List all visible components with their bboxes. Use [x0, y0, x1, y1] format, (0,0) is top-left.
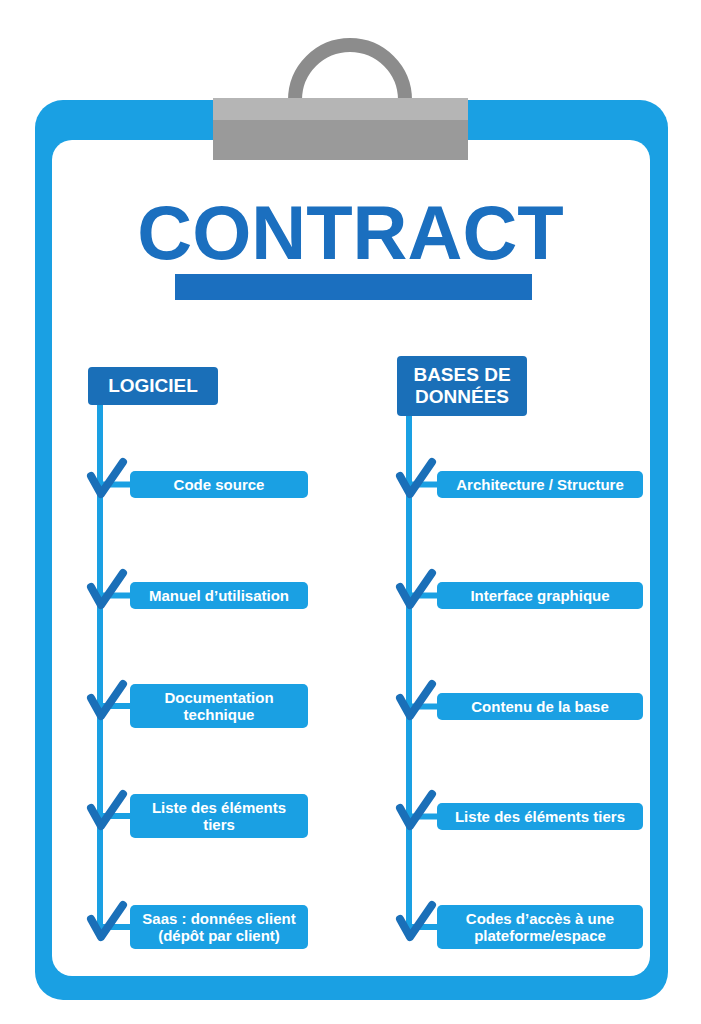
item-text: Saas : données client (dépôt par client)	[138, 910, 300, 944]
item-text: Code source	[174, 476, 265, 493]
item-text: Codes d’accès à une plateforme/espace	[445, 910, 635, 944]
clip-bar	[213, 98, 468, 160]
checkmark	[400, 573, 432, 605]
checklist-item: Contenu de la base	[437, 693, 643, 720]
spine-connector	[100, 405, 130, 596]
header-text: BASES DE DONNÉES	[407, 364, 517, 408]
category-header: BASES DE DONNÉES	[397, 356, 527, 416]
item-text: Documentation technique	[138, 689, 300, 723]
checklist-item: Architecture / Structure	[437, 471, 643, 498]
checkmark	[400, 684, 432, 716]
item-text: Contenu de la base	[471, 698, 609, 715]
spine-connector	[409, 416, 437, 596]
item-text: Manuel d’utilisation	[149, 587, 289, 604]
title-underline	[175, 274, 532, 300]
checkmark	[91, 905, 123, 937]
checkmark	[91, 573, 123, 605]
item-text: Liste des éléments tiers	[138, 799, 300, 833]
item-text: Architecture / Structure	[456, 476, 624, 493]
checklist-item: Interface graphique	[437, 582, 643, 609]
checkmark	[400, 794, 432, 826]
header-text: LOGICIEL	[108, 375, 198, 397]
checkmark	[91, 462, 123, 494]
checkmark	[91, 794, 123, 826]
checklist-item: Codes d’accès à une plateforme/espace	[437, 905, 643, 949]
checkmark	[400, 905, 432, 937]
category-header: LOGICIEL	[88, 367, 218, 405]
title: CONTRACT	[0, 188, 701, 278]
spine-connector	[100, 405, 130, 706]
checklist-item: Documentation technique	[130, 684, 308, 728]
clip-ring	[295, 45, 405, 100]
checklist-item: Manuel d’utilisation	[130, 582, 308, 609]
clip-bar-top	[213, 98, 468, 120]
checklist-item: Saas : données client (dépôt par client)	[130, 905, 308, 949]
checkmark	[400, 462, 432, 494]
checklist-item: Liste des éléments tiers	[130, 794, 308, 838]
checkmark	[91, 684, 123, 716]
checklist-item: Code source	[130, 471, 308, 498]
item-text: Interface graphique	[470, 587, 609, 604]
item-text: Liste des éléments tiers	[455, 808, 625, 825]
checklist-item: Liste des éléments tiers	[437, 803, 643, 830]
